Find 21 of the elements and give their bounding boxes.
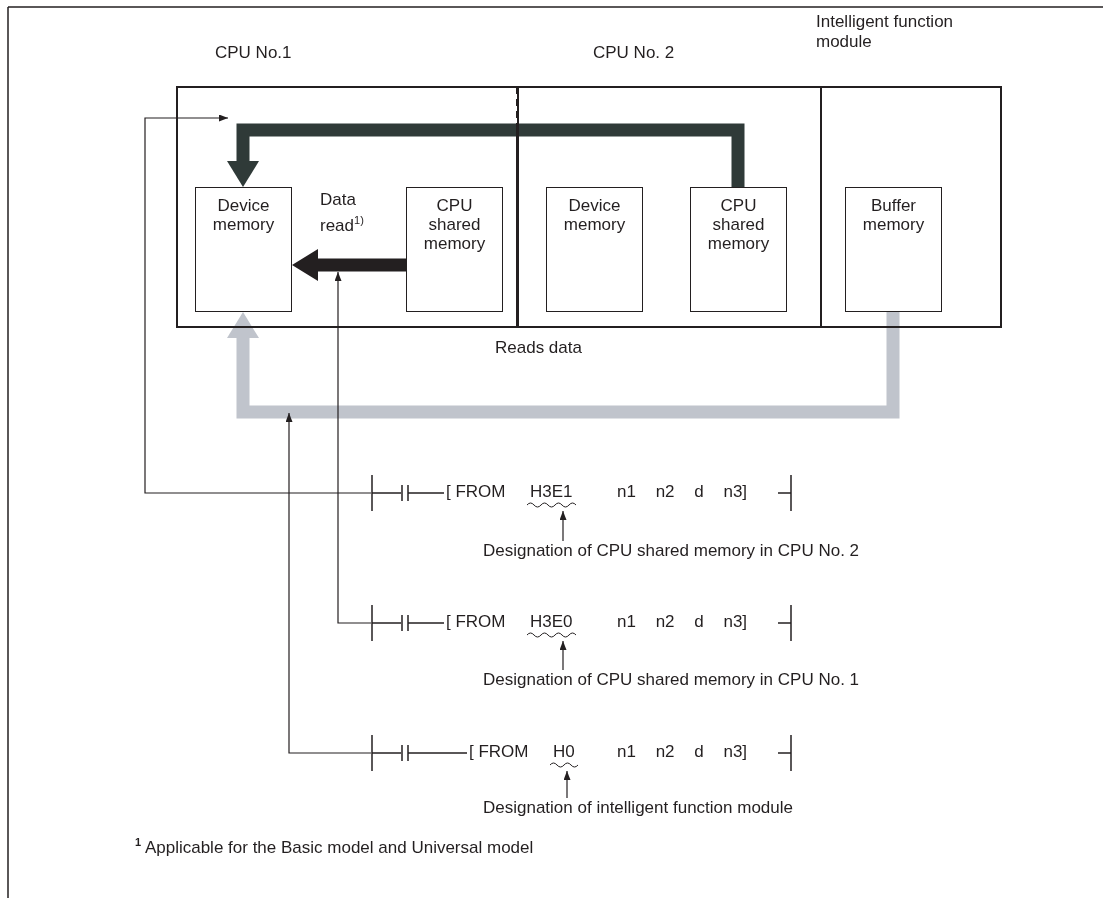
memory-block: Device memory <box>546 187 643 312</box>
designation-note: Designation of CPU shared memory in CPU No. 2 <box>483 541 860 561</box>
panel-heading: Intelligent function module <box>816 12 955 52</box>
designation-note: Designation of intelligent function module <box>483 798 793 818</box>
memory-block: CPU shared memory <box>690 187 787 312</box>
memory-block: Buffer memory <box>845 187 942 312</box>
instruction-text: [ FROM <box>469 742 529 762</box>
operand-list: n1 n2 d n3] <box>617 742 748 762</box>
instruction-text: [ FROM <box>446 612 506 632</box>
operand-text: H0 <box>553 742 575 762</box>
panel-heading: CPU No.1 <box>215 43 292 63</box>
designation-note: Designation of CPU shared memory in CPU No. 1 <box>483 670 860 690</box>
operand-text: H3E0 <box>530 612 573 632</box>
operand-list: n1 n2 d n3] <box>617 482 748 502</box>
instruction-text: [ FROM <box>446 482 506 502</box>
panel-heading: CPU No. 2 <box>593 43 675 63</box>
memory-block: CPU shared memory <box>406 187 503 312</box>
memory-block: Device memory <box>195 187 292 312</box>
footnote: $^{1}$ Applicable for the Basic model and Universal model <box>135 835 534 858</box>
operand-text: H3E1 <box>530 482 573 502</box>
operand-list: n1 n2 d n3] <box>617 612 748 632</box>
